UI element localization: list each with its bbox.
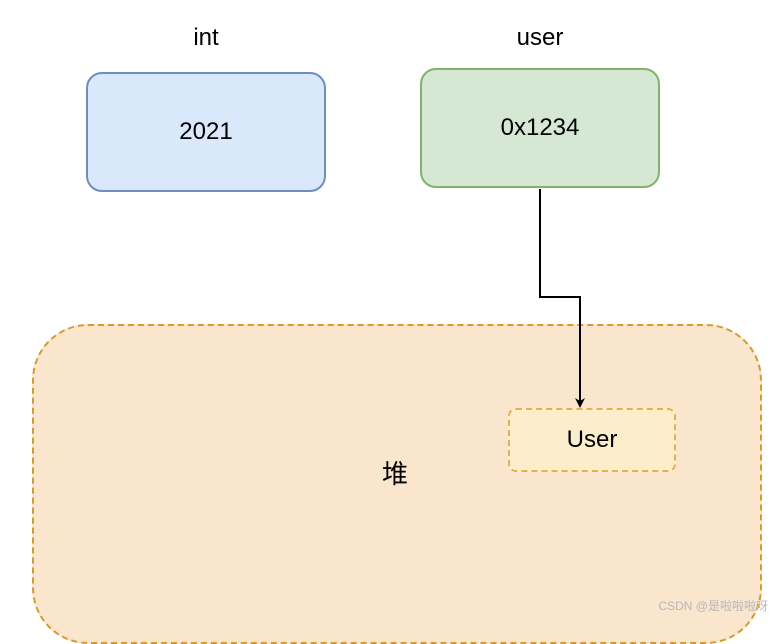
user-reference-address: 0x1234 xyxy=(500,114,580,141)
int-type-label: int xyxy=(193,24,219,51)
user-object-label: User xyxy=(566,426,618,453)
int-value-text: 2021 xyxy=(179,118,233,145)
heap-label: 堆 xyxy=(381,459,408,489)
user-reference-box: 0x1234 xyxy=(420,68,660,188)
user-object-box: User xyxy=(508,408,676,472)
watermark-text: CSDN @是啦啦啦呀 xyxy=(658,599,768,613)
heap-region xyxy=(32,324,762,644)
int-value-box: 2021 xyxy=(86,72,326,192)
user-variable-label: user xyxy=(516,24,564,51)
